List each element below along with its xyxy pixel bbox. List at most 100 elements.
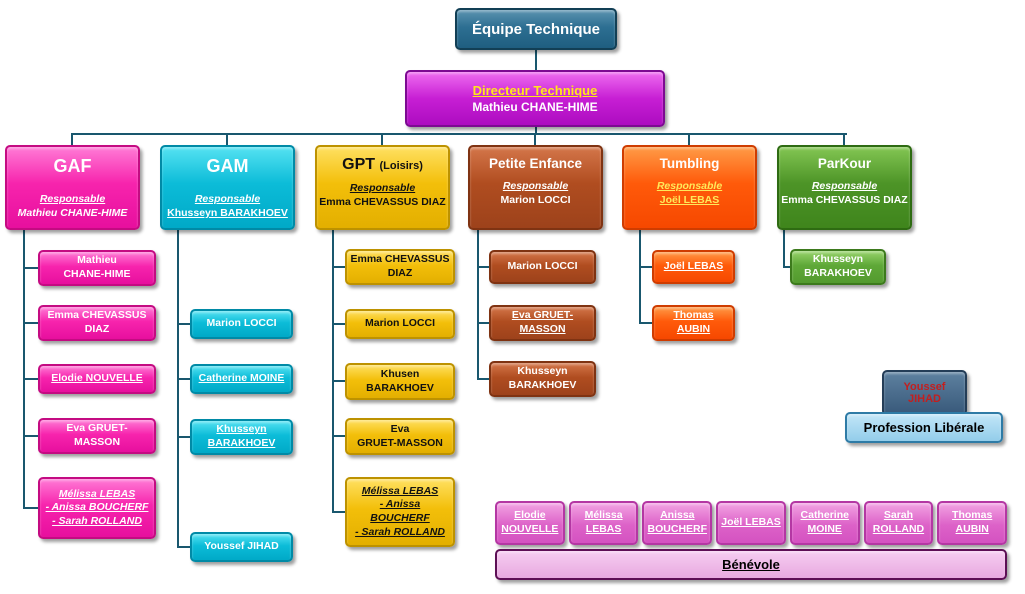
responsable-name: Mathieu CHANE-HIME — [17, 207, 128, 219]
member-name-line: LEBAS — [585, 523, 622, 535]
benevole-label: Bénévole — [722, 557, 780, 572]
member-box-gpt[interactable]: Marion LOCCI — [345, 309, 455, 339]
member-name-line: CHANE-HIME — [63, 268, 131, 280]
member-name-line: MOINE — [807, 523, 842, 535]
dept-petite-enfance-header[interactable]: Petite Enfance Responsable Marion LOCCI — [468, 145, 603, 230]
benevole-bar[interactable]: Bénévole — [495, 549, 1007, 580]
member-name-line: MASSON — [519, 323, 566, 335]
member-box-gpt[interactable]: Mélissa LEBAS - Anissa BOUCHERF - Sarah … — [345, 477, 455, 547]
connector-line — [177, 323, 190, 325]
member-name-line: Joël LEBAS — [663, 260, 724, 273]
benevole-person-box[interactable]: Elodie NOUVELLE — [495, 501, 565, 545]
connector-line — [23, 322, 38, 324]
member-name-line: Eva GRUET- — [66, 422, 128, 435]
member-name-line: NOUVELLE — [501, 523, 559, 535]
member-box-gaf[interactable]: Eva GRUET- MASSON — [38, 418, 156, 454]
dept-gpt-header[interactable]: GPT (Loisirs) Responsable Emma CHEVASSUS… — [315, 145, 450, 230]
member-name-line: Eva GRUET- — [511, 309, 574, 322]
profession-liberale-box[interactable]: Profession Libérale — [845, 412, 1003, 443]
member-name-line: Mathieu — [77, 254, 117, 267]
member-name-line: - Anissa BOUCHERF — [45, 501, 149, 514]
dept-name: ParKour — [817, 156, 872, 171]
connector-line — [843, 133, 845, 146]
connector-line — [688, 133, 690, 146]
benevole-person-box[interactable]: Joël LEBAS — [716, 501, 786, 545]
member-name-line: AUBIN — [676, 323, 711, 335]
member-name-line: DIAZ — [84, 323, 110, 335]
dept-tumbling-header[interactable]: Tumbling Responsable Joël LEBAS — [622, 145, 757, 230]
connector-line — [23, 230, 25, 509]
member-name-line: Sarah — [883, 509, 914, 522]
member-name-line: - Sarah ROLLAND — [355, 525, 445, 538]
connector-line — [477, 378, 489, 380]
responsable-label: Responsable — [39, 193, 106, 205]
member-box-gpt[interactable]: Emma CHEVASSUS DIAZ — [345, 249, 455, 285]
member-box-gam[interactable]: Catherine MOINE — [190, 364, 293, 394]
member-box-petite-enfance[interactable]: Eva GRUET- MASSON — [489, 305, 596, 341]
member-name-line: - Anissa BOUCHERF — [370, 498, 430, 524]
connector-line — [332, 435, 345, 437]
connector-line — [783, 266, 790, 268]
connector-line — [226, 133, 228, 146]
member-name-line: Anissa — [660, 509, 695, 522]
connector-line — [477, 230, 479, 380]
connector-line — [783, 230, 785, 268]
connector-line — [381, 133, 383, 146]
connector-line — [23, 378, 38, 380]
member-box-gaf[interactable]: Emma CHEVASSUS DIAZ — [38, 305, 156, 341]
benevole-row: Elodie NOUVELLE Mélissa LEBAS Anissa BOU… — [495, 501, 1008, 545]
benevole-person-box[interactable]: Thomas AUBIN — [937, 501, 1008, 545]
dept-parkour-header[interactable]: ParKour Responsable Emma CHEVASSUS DIAZ — [777, 145, 912, 230]
responsable-name: Joël LEBAS — [659, 194, 720, 206]
member-name-line: GRUET-MASSON — [357, 436, 443, 449]
benevole-person-box[interactable]: Catherine MOINE — [789, 501, 860, 545]
member-box-gaf[interactable]: Elodie NOUVELLE — [38, 364, 156, 394]
member-box-petite-enfance[interactable]: Marion LOCCI — [489, 250, 596, 284]
connector-line — [477, 266, 489, 268]
member-box-gaf[interactable]: Mélissa LEBAS - Anissa BOUCHERF - Sarah … — [38, 477, 156, 539]
director-box[interactable]: Directeur Technique Mathieu CHANE-HIME — [405, 70, 665, 127]
member-name-line: Khusseyn — [812, 253, 864, 266]
member-name-line: Khusseyn — [517, 365, 568, 378]
responsable-label: Responsable — [811, 180, 878, 192]
member-name-line: Khusen — [380, 367, 420, 380]
connector-line — [639, 322, 652, 324]
org-root-box[interactable]: Équipe Technique — [455, 8, 617, 50]
benevole-person-box[interactable]: Anissa BOUCHERF — [642, 501, 713, 545]
connector-line — [177, 230, 179, 548]
member-box-gpt[interactable]: Eva GRUET-MASSON — [345, 418, 455, 455]
dept-gam-header[interactable]: GAM Responsable Khusseyn BARAKHOEV — [160, 145, 295, 230]
benevole-person-box[interactable]: Mélissa LEBAS — [568, 501, 639, 545]
connector-line — [71, 133, 847, 135]
director-title: Directeur Technique — [472, 83, 598, 98]
connector-line — [177, 436, 190, 438]
member-name-line: Elodie — [514, 509, 546, 522]
member-name-line: AUBIN — [955, 523, 989, 535]
member-name-line: Marion LOCCI — [206, 317, 277, 330]
member-name-line: Emma CHEVASSUS — [47, 309, 147, 322]
liberal-person-box[interactable]: Youssef JIHAD — [882, 370, 967, 416]
member-box-gam[interactable]: Youssef JIHAD — [190, 532, 293, 562]
member-box-tumbling[interactable]: Thomas AUBIN — [652, 305, 735, 341]
dept-name-suffix: (Loisirs) — [379, 160, 423, 172]
profession-liberale-label: Profession Libérale — [863, 420, 985, 435]
connector-line — [332, 380, 345, 382]
member-box-gaf[interactable]: Mathieu CHANE-HIME — [38, 250, 156, 286]
member-name-line: JIHAD — [907, 393, 941, 405]
member-name-line: BARAKHOEV — [366, 381, 434, 394]
dept-gaf-header[interactable]: GAF Responsable Mathieu CHANE-HIME — [5, 145, 140, 230]
member-box-petite-enfance[interactable]: Khusseyn BARAKHOEV — [489, 361, 596, 397]
responsable-name: Marion LOCCI — [500, 194, 571, 206]
member-box-gam[interactable]: Khusseyn BARAKHOEV — [190, 419, 293, 455]
member-name-line: Mélissa LEBAS — [58, 487, 136, 500]
dept-name: GPT (Loisirs) — [342, 156, 423, 174]
member-box-gpt[interactable]: Khusen BARAKHOEV — [345, 363, 455, 400]
benevole-person-box[interactable]: Sarah ROLLAND — [863, 501, 934, 545]
connector-line — [177, 378, 190, 380]
member-box-parkour[interactable]: Khusseyn BARAKHOEV — [790, 249, 886, 285]
member-name-line: Youssef JIHAD — [204, 540, 279, 553]
member-box-gam[interactable]: Marion LOCCI — [190, 309, 293, 339]
member-box-tumbling[interactable]: Joël LEBAS — [652, 250, 735, 284]
connector-line — [177, 546, 190, 548]
